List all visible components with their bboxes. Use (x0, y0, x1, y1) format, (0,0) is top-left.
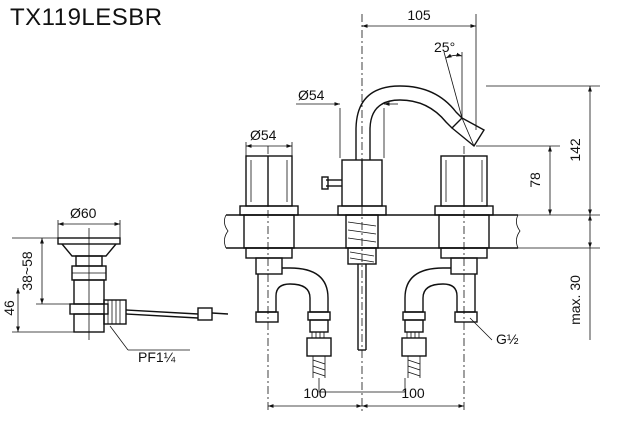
dim-spout-dia: Ø54 (296, 87, 398, 158)
dim-142: 142 (486, 85, 600, 216)
right-elbow (401, 267, 478, 378)
leader-pf: PF1¼ (109, 325, 190, 365)
dim-handle-dia-label: Ø54 (250, 127, 277, 143)
leader-g: G½ (469, 317, 519, 347)
dim-angle-label: 25° (434, 39, 455, 55)
countertop (224, 214, 521, 249)
dim-100-right: 100 (362, 385, 464, 408)
dim-100-left-label: 100 (303, 385, 327, 401)
leader-g-label: G½ (496, 331, 519, 347)
drain-assembly (57, 228, 229, 340)
dim-100-left: 100 (268, 385, 362, 408)
dim-drain-46: 46 (1, 237, 74, 333)
dim-drain-dia: Ø60 (57, 205, 121, 238)
left-handle (239, 155, 299, 275)
dim-drain-range-label: 38~58 (19, 251, 35, 291)
dim-105-label: 105 (407, 7, 431, 23)
dim-drain-46-label: 46 (1, 300, 17, 316)
dim-drain-dia-label: Ø60 (70, 205, 97, 221)
dim-100-right-label: 100 (401, 385, 425, 401)
dim-78: 78 (476, 145, 560, 215)
dim-spout-dia-label: Ø54 (298, 87, 325, 103)
dim-78-label: 78 (527, 172, 543, 188)
leader-pf-label: PF1¼ (138, 349, 176, 365)
dim-105: 105 (362, 7, 477, 130)
dim-drain-range: 38~58 (19, 237, 70, 305)
spout-body (321, 85, 485, 351)
left-elbow (255, 267, 332, 378)
model-title: TX119LESBR (10, 4, 163, 31)
dim-142-label: 142 (567, 138, 583, 162)
supply-hoses (318, 378, 406, 393)
dim-max30: max. 30 (518, 215, 600, 340)
dim-angle: 25° (434, 39, 463, 119)
dim-max30-label: max. 30 (567, 275, 583, 325)
dim-handle-dia: Ø54 (245, 127, 293, 156)
